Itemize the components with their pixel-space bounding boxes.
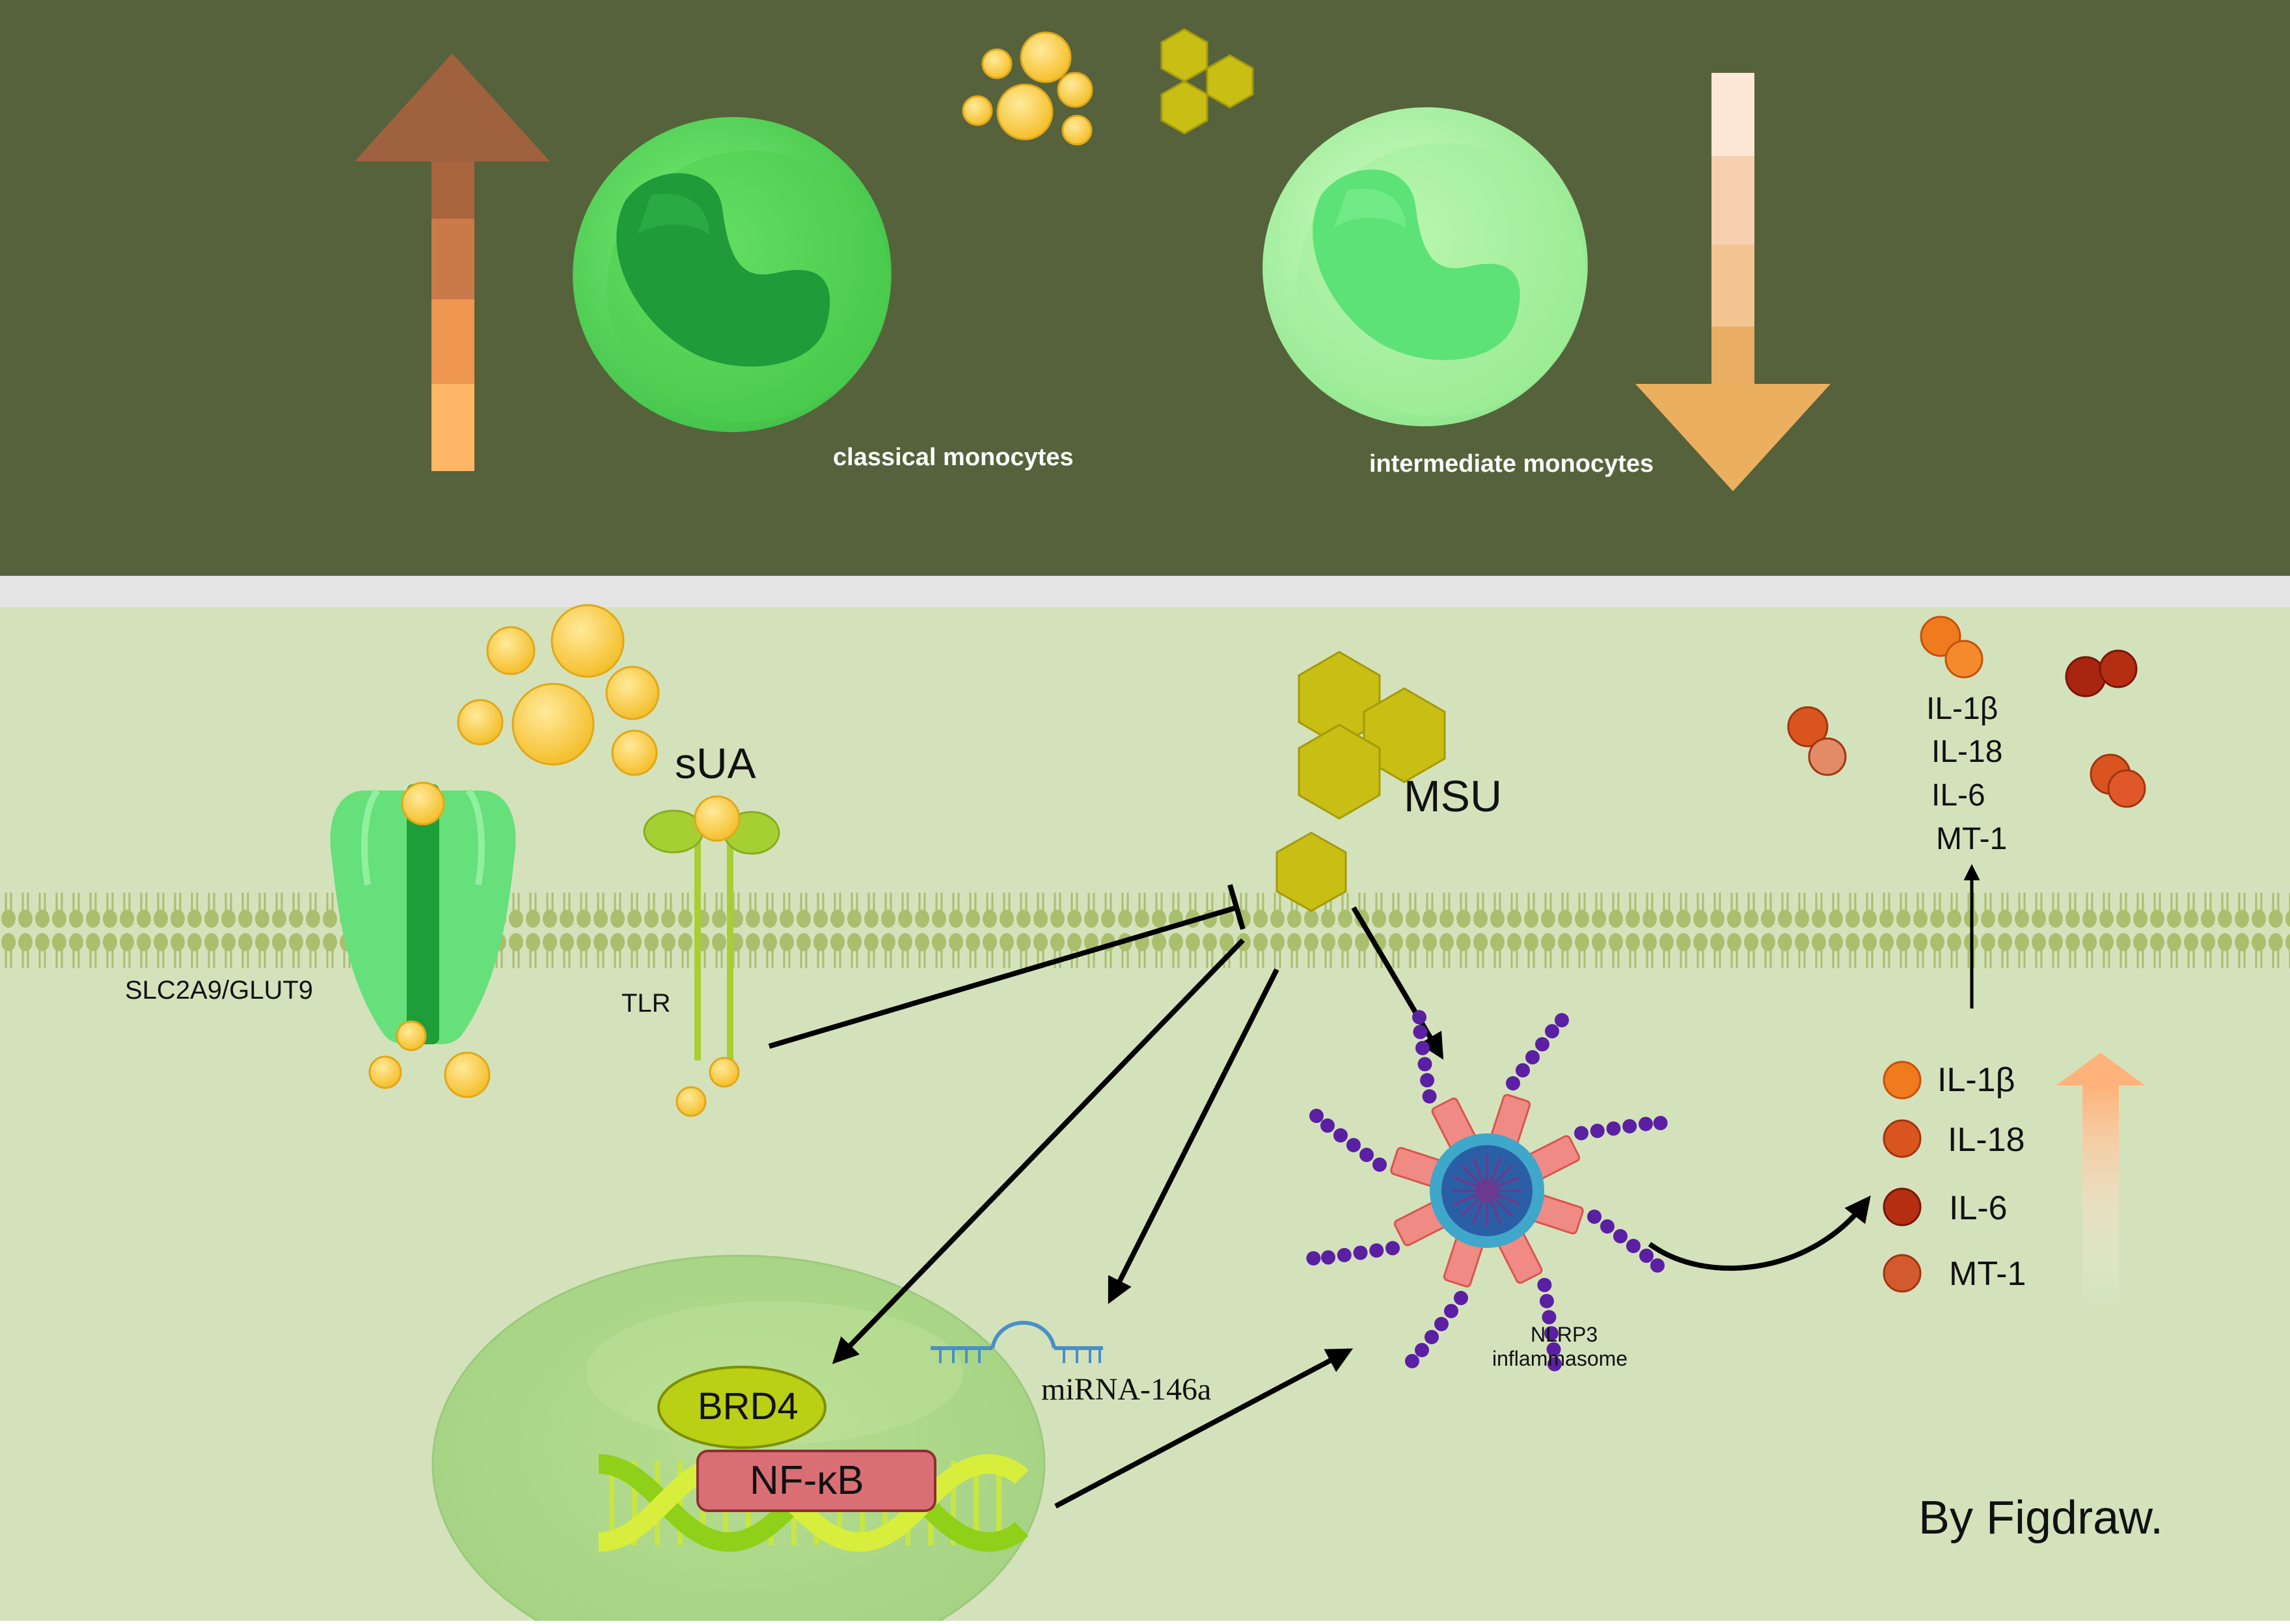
uric-acid-cluster-top-icon xyxy=(962,31,1093,146)
label-released-il1b: IL-1β xyxy=(1926,692,1998,726)
inhibition-bar xyxy=(1227,884,1246,930)
cytokine-increase-arrow-icon xyxy=(2056,1053,2145,1306)
label-released-il6: IL-6 xyxy=(1931,778,1985,813)
arrow-to-mirna xyxy=(1108,968,1279,1305)
label-mt1: MT-1 xyxy=(1949,1255,2026,1293)
label-il18: IL-18 xyxy=(1948,1121,2025,1159)
nfkb-protein xyxy=(696,1450,936,1512)
label-mirna-146a: miRNA-146a xyxy=(1041,1372,1212,1407)
arrow-nlrp3-to-cytokines xyxy=(1648,1195,1871,1271)
msu-crystal-top-icon xyxy=(1160,28,1254,135)
increase-arrow-icon xyxy=(355,53,550,471)
tlr-inhibition-line xyxy=(768,905,1238,1049)
label-il6: IL-6 xyxy=(1949,1189,2008,1227)
label-classical-monocytes: classical monocytes xyxy=(833,444,1074,471)
label-il1b: IL-1β xyxy=(1937,1061,2015,1099)
arrow-nfkb-to-nlrp3 xyxy=(1054,1348,1354,1509)
label-released-mt1: MT-1 xyxy=(1936,822,2008,856)
bottom-panel-background xyxy=(0,607,2290,1621)
intermediate-monocyte-cell-icon xyxy=(1262,107,1588,427)
panel-divider xyxy=(0,576,2290,607)
label-nfkb: NF-κB xyxy=(750,1458,864,1503)
cytokine-dot-il1b xyxy=(1883,1061,1922,1100)
label-sua: sUA xyxy=(675,739,756,787)
released-cytokines-icon xyxy=(1787,616,2146,808)
soluble-uric-acid-cluster-icon xyxy=(457,604,660,776)
nlrp3-inflammasome-icon xyxy=(1302,1006,1672,1375)
cytokine-dot-il6 xyxy=(1883,1187,1922,1226)
cytokine-dot-il18 xyxy=(1883,1119,1922,1158)
mirna-hairpin-icon xyxy=(931,1321,1103,1363)
cytokine-dot-mt1 xyxy=(1883,1254,1922,1293)
label-released-il18: IL-18 xyxy=(1931,735,2003,769)
arrow-to-brd4 xyxy=(832,938,1245,1364)
decrease-arrow-icon xyxy=(1635,73,1831,491)
label-msu: MSU xyxy=(1404,772,1503,821)
glut9-transporter-icon xyxy=(330,781,516,1098)
label-nlrp3: NLRP3 xyxy=(1531,1323,1598,1346)
tlr-receptor-icon xyxy=(643,795,780,1117)
pathway-arrows xyxy=(768,864,1980,1509)
label-tlr: TLR xyxy=(621,989,671,1018)
label-slc2a9-glut9: SLC2A9/GLUT9 xyxy=(125,976,314,1005)
label-inflammasome: inflammasome xyxy=(1492,1347,1628,1370)
label-brd4: BRD4 xyxy=(698,1385,798,1428)
msu-crystal-icon xyxy=(1275,651,1446,912)
label-intermediate-monocytes: intermediate monocytes xyxy=(1369,450,1654,478)
intracellular-cytokine-dots xyxy=(1883,1061,1922,1293)
credit-text: By Figdraw. xyxy=(1918,1492,2164,1544)
brd4-protein xyxy=(657,1366,826,1449)
top-panel-background xyxy=(0,0,2290,576)
classical-monocyte-cell-icon xyxy=(573,116,892,433)
